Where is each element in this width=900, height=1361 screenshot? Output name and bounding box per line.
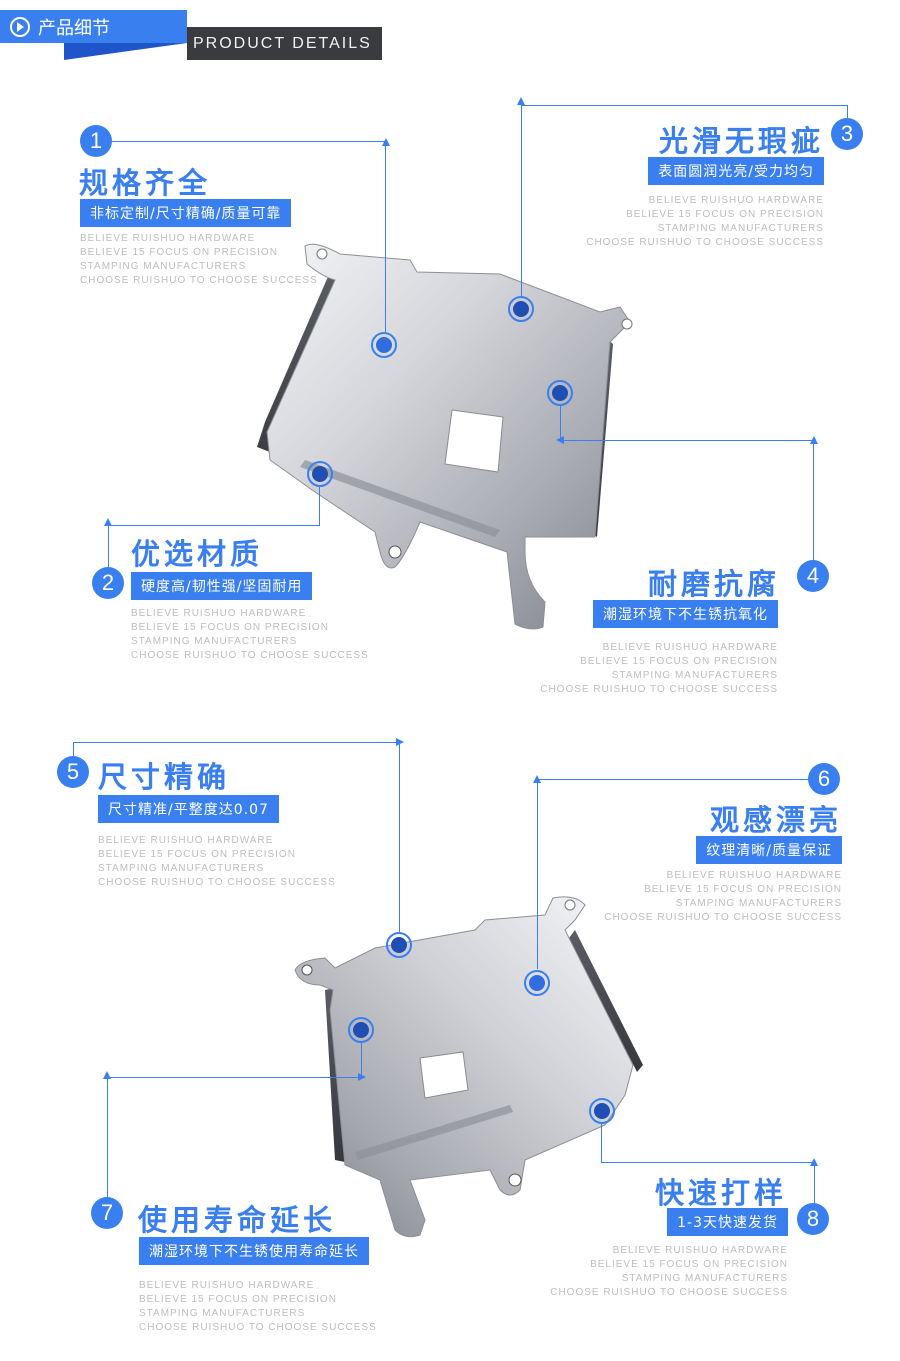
feature-7-marker[interactable] xyxy=(348,1017,374,1043)
connector-line xyxy=(107,1077,108,1197)
section-title-text: 产品细节 xyxy=(38,17,110,39)
feature-3-english-text: BELIEVE RUISHUO HARDWARE BELIEVE 15 FOCU… xyxy=(586,195,824,248)
header-subtitle-banner xyxy=(187,27,382,60)
connector-line xyxy=(521,105,847,106)
connector-line xyxy=(601,1162,815,1163)
connector-line xyxy=(847,105,848,121)
connector-line xyxy=(361,1043,362,1077)
feature-4-tag: 潮湿环境下不生锈抗氧化 xyxy=(593,600,778,628)
feature-1-marker[interactable] xyxy=(371,332,397,358)
feature-2-english-text: BELIEVE RUISHUO HARDWARE BELIEVE 15 FOCU… xyxy=(131,608,369,661)
play-circle-icon xyxy=(10,16,30,37)
feature-2-title: 优选材质 xyxy=(131,537,264,571)
feature-5-marker[interactable] xyxy=(386,932,412,958)
feature-7-title: 使用寿命延长 xyxy=(138,1203,337,1237)
feature-2-number-badge: 2 xyxy=(92,567,124,599)
feature-6-marker[interactable] xyxy=(524,970,550,996)
section-subtitle: PRODUCT DETAILS xyxy=(193,34,372,52)
product-image-bracket-2 xyxy=(294,896,643,1238)
connector-line xyxy=(73,742,74,756)
feature-3-tag: 表面圆润光亮/受力均匀 xyxy=(648,157,824,185)
feature-8-marker[interactable] xyxy=(589,1098,615,1124)
connector-line xyxy=(562,440,814,441)
feature-1-english-text: BELIEVE RUISHUO HARDWARE BELIEVE 15 FOCU… xyxy=(80,233,318,286)
connector-line xyxy=(521,105,522,297)
feature-8-tag: 1-3天快速发货 xyxy=(667,1208,788,1236)
header-banner-accent xyxy=(64,43,187,60)
feature-8-title: 快速打样 xyxy=(654,1176,787,1210)
feature-5-tag: 尺寸精准/平整度达0.07 xyxy=(98,795,279,823)
feature-1-title: 规格齐全 xyxy=(79,166,212,200)
feature-3-title: 光滑无瑕疵 xyxy=(658,124,824,158)
connector-line xyxy=(813,440,814,560)
feature-7-tag: 潮湿环境下不生锈使用寿命延长 xyxy=(139,1237,369,1265)
connector-line xyxy=(560,406,561,440)
connector-line xyxy=(601,1124,602,1162)
connector-line xyxy=(107,1077,361,1078)
connector-line xyxy=(537,779,809,780)
feature-7-english-text: BELIEVE RUISHUO HARDWARE BELIEVE 15 FOCU… xyxy=(139,1280,377,1333)
feature-2-marker[interactable] xyxy=(307,461,333,487)
feature-6-tag: 纹理清晰/质量保证 xyxy=(696,836,842,864)
feature-3-number-badge: 3 xyxy=(831,118,863,150)
connector-arrow-icon xyxy=(104,518,112,526)
connector-arrow-icon xyxy=(382,138,390,146)
connector-line xyxy=(108,525,109,567)
connector-line xyxy=(112,141,386,142)
header-banner xyxy=(0,10,187,43)
feature-5-number-badge: 5 xyxy=(57,756,89,788)
product-image-bracket-1 xyxy=(257,243,633,630)
feature-5-title: 尺寸精确 xyxy=(98,760,231,794)
connector-arrow-icon xyxy=(396,738,404,746)
feature-8-number-badge: 8 xyxy=(797,1203,829,1235)
feature-4-english-text: BELIEVE RUISHUO HARDWARE BELIEVE 15 FOCU… xyxy=(540,642,778,695)
feature-6-title: 观感漂亮 xyxy=(709,803,842,837)
connector-line xyxy=(385,142,386,332)
feature-4-marker[interactable] xyxy=(547,380,573,406)
connector-arrow-icon xyxy=(810,436,818,444)
feature-2-tag: 硬度高/韧性强/坚固耐用 xyxy=(131,572,313,600)
connector-line xyxy=(814,1162,815,1204)
feature-8-english-text: BELIEVE RUISHUO HARDWARE BELIEVE 15 FOCU… xyxy=(550,1245,788,1298)
feature-6-english-text: BELIEVE RUISHUO HARDWARE BELIEVE 15 FOCU… xyxy=(604,870,842,923)
connector-line xyxy=(108,525,320,526)
feature-6-number-badge: 6 xyxy=(808,763,840,795)
connector-line xyxy=(399,742,400,932)
feature-3-marker[interactable] xyxy=(508,296,534,322)
connector-arrow-icon xyxy=(358,1073,366,1081)
connector-line xyxy=(73,742,399,743)
feature-4-number-badge: 4 xyxy=(797,560,829,592)
connector-arrow-icon xyxy=(556,436,564,444)
connector-arrow-icon xyxy=(517,97,525,105)
feature-7-number-badge: 7 xyxy=(91,1197,123,1229)
feature-4-title: 耐磨抗腐 xyxy=(647,567,780,601)
feature-5-english-text: BELIEVE RUISHUO HARDWARE BELIEVE 15 FOCU… xyxy=(98,835,336,888)
feature-1-tag: 非标定制/尺寸精确/质量可靠 xyxy=(80,199,292,227)
connector-arrow-icon xyxy=(103,1071,111,1079)
section-title: 产品细节 xyxy=(10,10,110,43)
connector-line xyxy=(537,779,538,969)
feature-1-number-badge: 1 xyxy=(80,125,112,157)
connector-line xyxy=(319,487,320,525)
